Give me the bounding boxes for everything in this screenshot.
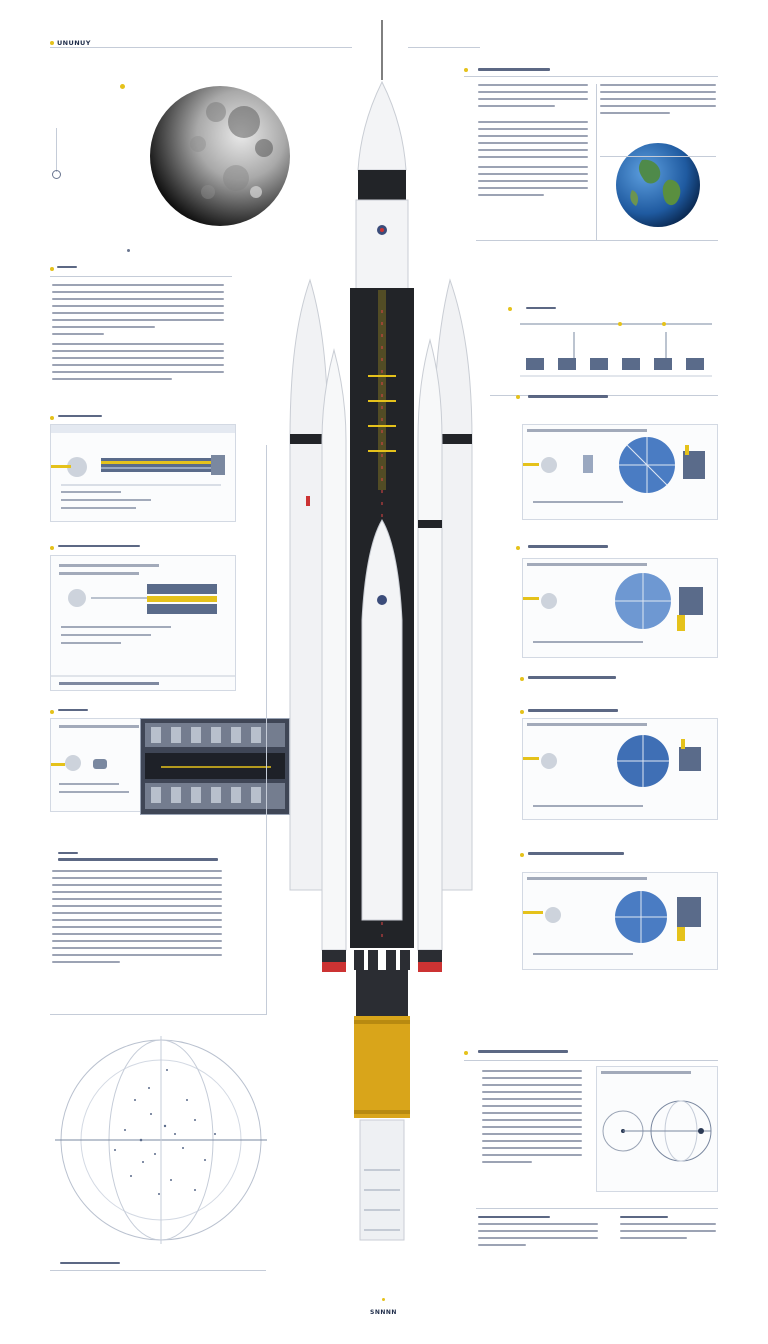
panel-b bbox=[50, 555, 236, 691]
star-chart-rule bbox=[50, 1270, 266, 1271]
earth-block-heading bbox=[478, 68, 550, 76]
bottom-right-text-right bbox=[620, 1216, 716, 1244]
right-panel-1 bbox=[522, 424, 718, 520]
orbit-heading bbox=[478, 1050, 568, 1058]
earth-block-bullet bbox=[464, 68, 468, 72]
leader-line-left bbox=[266, 445, 267, 1015]
moon-marker bbox=[120, 84, 125, 89]
block2-heading bbox=[58, 852, 78, 859]
panel3-bullet bbox=[520, 677, 524, 681]
panel-a bbox=[50, 424, 236, 522]
block2-paragraph bbox=[52, 870, 222, 968]
header-rule bbox=[50, 47, 352, 48]
header-bullet bbox=[50, 41, 54, 45]
star-chart-caption bbox=[60, 1262, 120, 1269]
panel5-bullet bbox=[520, 853, 524, 857]
panelA-heading bbox=[58, 415, 102, 422]
panelC-bullet bbox=[50, 710, 54, 714]
earth-text-left bbox=[478, 84, 588, 201]
right-panel-4 bbox=[522, 872, 718, 970]
panelC-heading bbox=[58, 709, 88, 716]
block2-rule bbox=[50, 1014, 266, 1015]
star-chart-illustration bbox=[55, 1030, 267, 1246]
header-rule-right bbox=[408, 47, 480, 48]
panel3-heading bbox=[528, 676, 616, 684]
panel4-heading bbox=[528, 709, 618, 717]
orbit-bullet bbox=[464, 1051, 468, 1055]
panelA-bullet bbox=[50, 416, 54, 420]
engine-detail-inset bbox=[140, 718, 290, 815]
panel2-heading bbox=[528, 545, 608, 553]
earth-bottom-rule bbox=[476, 240, 718, 241]
orbit-diagram bbox=[596, 1066, 718, 1192]
orbit-text bbox=[482, 1070, 582, 1168]
header-label: UNUNUY bbox=[57, 39, 91, 47]
right-panel-2 bbox=[522, 558, 718, 658]
earth-axis bbox=[600, 156, 716, 157]
moon-axis bbox=[56, 128, 57, 172]
moon-illustration bbox=[146, 82, 294, 230]
right-panel-3 bbox=[522, 718, 718, 820]
panelB-heading bbox=[58, 545, 140, 552]
panel1-bullet bbox=[516, 395, 520, 399]
block1-heading-line bbox=[57, 266, 77, 273]
bottom-right-text-left bbox=[478, 1216, 598, 1251]
panel2-bullet bbox=[516, 546, 520, 550]
panel1-heading bbox=[528, 395, 608, 403]
pads-bullet bbox=[508, 307, 512, 311]
orbit-rule bbox=[464, 1060, 718, 1061]
earth-illustration bbox=[612, 140, 704, 230]
pads-diagram bbox=[516, 312, 716, 384]
block1-bullet bbox=[50, 267, 54, 271]
moon-ring-marker bbox=[52, 170, 61, 179]
moon-small-dot bbox=[127, 249, 130, 252]
block2-subheading bbox=[58, 858, 218, 866]
bottom-right-rule bbox=[476, 1208, 718, 1209]
block1-rule bbox=[50, 276, 232, 277]
pads-heading bbox=[526, 307, 556, 314]
footer-marker bbox=[382, 1298, 385, 1301]
panelB-bullet bbox=[50, 546, 54, 550]
footer-label: SNNNN bbox=[370, 1309, 397, 1316]
earth-block-rule bbox=[464, 76, 718, 77]
panel4-bullet bbox=[520, 710, 524, 714]
block1-paragraph bbox=[52, 284, 224, 385]
panel5-heading bbox=[528, 852, 624, 860]
rocket-illustration bbox=[280, 20, 486, 1260]
earth-divider bbox=[596, 84, 597, 240]
earth-text-right bbox=[600, 84, 716, 119]
